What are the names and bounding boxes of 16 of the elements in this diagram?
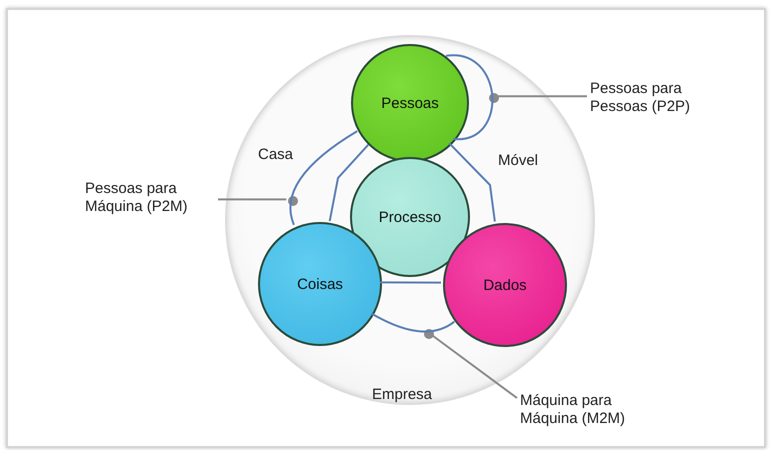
leader-line <box>430 334 518 399</box>
area-label: Móvel <box>498 152 538 169</box>
leader-line <box>497 95 587 98</box>
connector-line <box>328 144 370 222</box>
connector-line <box>380 281 441 284</box>
leader-line <box>218 198 286 200</box>
area-label: Casa <box>258 146 294 163</box>
circle-label: Processo <box>378 208 442 226</box>
connector-line <box>448 142 496 222</box>
connector-line <box>446 54 494 140</box>
connector-line <box>289 130 358 226</box>
circle-label: Coisas <box>297 276 343 292</box>
area-label: Empresa <box>372 386 432 403</box>
connector-line <box>370 312 456 333</box>
circle-label: Pessoas <box>381 94 439 112</box>
circle-label: Dados <box>483 276 527 294</box>
